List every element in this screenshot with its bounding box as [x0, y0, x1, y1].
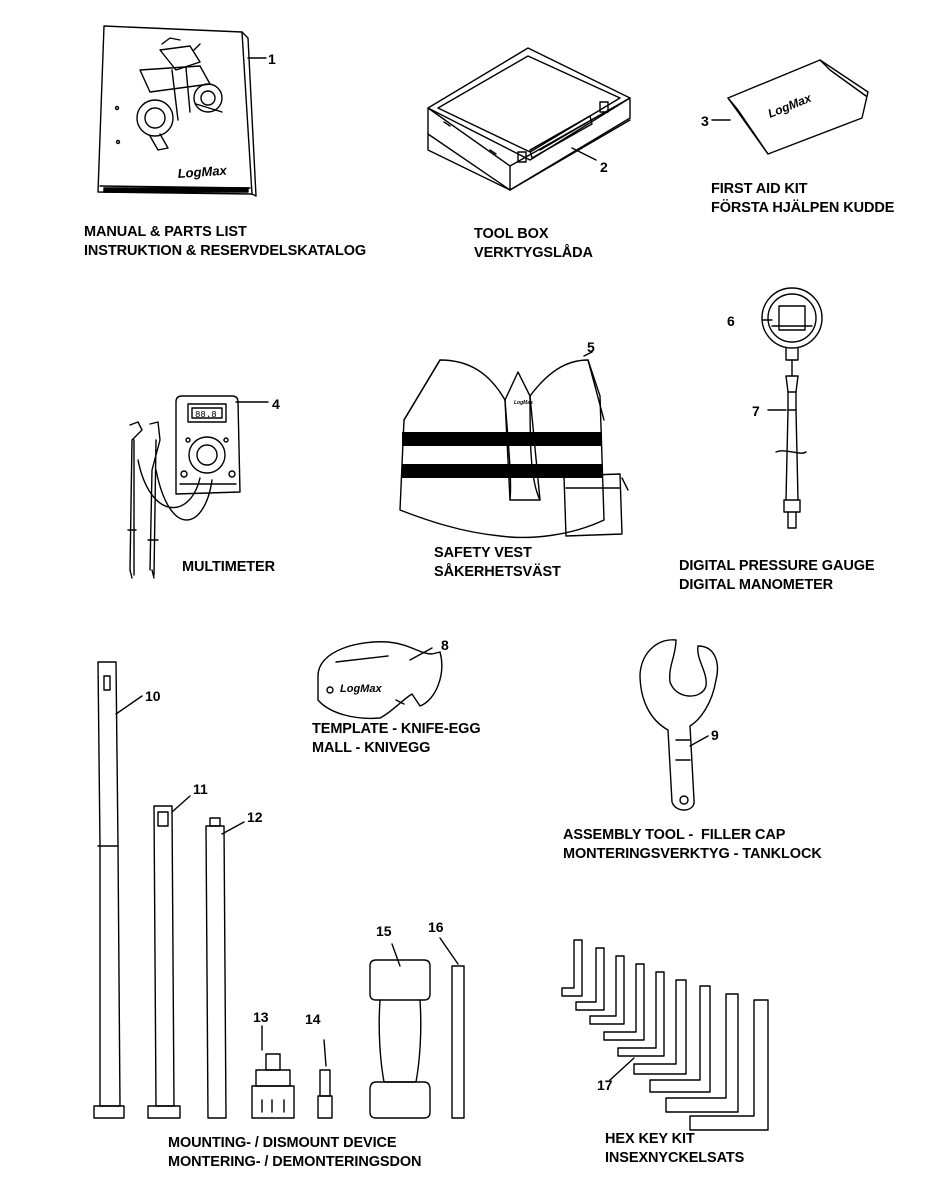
callout-15: 15: [376, 923, 392, 939]
caption-hex-key-kit: HEX KEY KIT INSEXNYCKELSATS: [605, 1130, 744, 1168]
assembly-tool-drawing: [639, 639, 719, 811]
caption-line: SÅKERHETSVÄST: [434, 564, 561, 580]
callout-5: 5: [587, 339, 595, 355]
multimeter-drawing: [127, 395, 269, 579]
svg-text:88.8: 88.8: [195, 410, 217, 420]
caption-line: HEX KEY KIT: [605, 1131, 695, 1147]
caption-line: INSEXNYCKELSATS: [605, 1150, 745, 1166]
callout-8: 8: [441, 637, 449, 653]
template-knife-egg-drawing: [317, 641, 443, 720]
callout-3: 3: [701, 113, 709, 129]
callout-13: 13: [253, 1009, 269, 1025]
caption-multimeter: MULTIMETER: [182, 558, 275, 577]
callout-2: 2: [600, 159, 608, 175]
caption-mounting-device: MOUNTING- / DISMOUNT DEVICE MONTERING- /…: [168, 1134, 421, 1172]
callout-6: 6: [727, 313, 735, 329]
caption-line: DIGITAL PRESSURE GAUGE: [679, 558, 875, 574]
caption-line: MONTERING- / DEMONTERINGSDON: [168, 1154, 422, 1170]
caption-line: FIRST AID KIT: [711, 181, 808, 197]
callout-17: 17: [597, 1077, 613, 1093]
safety-vest-drawing: [399, 351, 629, 539]
caption-line: TEMPLATE - KNIFE-EGG: [312, 721, 481, 737]
caption-line: DIGITAL MANOMETER: [679, 577, 834, 593]
toolbox-drawing: [427, 47, 631, 191]
callout-12: 12: [247, 809, 263, 825]
rod-10-drawing: [93, 661, 143, 1119]
rod-11-drawing: [147, 795, 191, 1119]
callout-11: 11: [193, 781, 208, 797]
sleeve-15-drawing: [369, 943, 431, 1119]
callout-4: 4: [272, 396, 280, 412]
svg-text:LogMax: LogMax: [177, 163, 228, 181]
caption-first-aid-kit: FIRST AID KIT FÖRSTA HJÄLPEN KUDDE: [711, 180, 894, 218]
bushing-13-drawing: [251, 1025, 295, 1119]
callout-16: 16: [428, 919, 444, 935]
caption-manual: MANUAL & PARTS LIST INSTRUKTION & RESERV…: [84, 223, 366, 261]
rod-12-drawing: [205, 817, 245, 1119]
svg-text:LogMax: LogMax: [766, 90, 815, 120]
bar-16-drawing: [439, 937, 465, 1119]
hex-key-kit-drawing: [561, 939, 769, 1131]
callout-10: 10: [145, 688, 161, 704]
caption-line: MOUNTING- / DISMOUNT DEVICE: [168, 1135, 397, 1151]
pin-14-drawing: [317, 1039, 333, 1119]
caption-line: MONTERINGSVERKTYG - TANKLOCK: [563, 846, 822, 862]
callout-14: 14: [305, 1011, 321, 1027]
caption-line: SAFETY VEST: [434, 545, 532, 561]
caption-line: INSTRUKTION & RESERVDELSKATALOG: [84, 243, 367, 259]
callout-7: 7: [752, 403, 760, 419]
svg-text:LogMax: LogMax: [340, 683, 382, 695]
caption-line: MANUAL & PARTS LIST: [84, 224, 247, 240]
callout-9: 9: [711, 727, 719, 743]
caption-assembly-tool: ASSEMBLY TOOL - FILLER CAP MONTERINGSVER…: [563, 826, 822, 864]
caption-line: FÖRSTA HJÄLPEN KUDDE: [711, 200, 895, 216]
caption-line: MULTIMETER: [182, 559, 275, 575]
manual-drawing: [97, 25, 267, 197]
caption-template: TEMPLATE - KNIFE-EGG MALL - KNIVEGG: [312, 720, 481, 758]
callout-1: 1: [268, 51, 276, 67]
first-aid-kit-drawing: [711, 59, 869, 155]
caption-line: VERKTYGSLÅDA: [474, 245, 593, 261]
caption-pressure-gauge: DIGITAL PRESSURE GAUGE DIGITAL MANOMETER: [679, 557, 875, 595]
caption-line: MALL - KNIVEGG: [312, 740, 431, 756]
caption-safety-vest: SAFETY VEST SÅKERHETSVÄST: [434, 544, 561, 582]
caption-toolbox: TOOL BOX VERKTYGSLÅDA: [474, 225, 593, 263]
caption-line: ASSEMBLY TOOL - FILLER CAP: [563, 827, 786, 843]
pressure-gauge-drawing: [761, 287, 823, 529]
svg-text:LogMax: LogMax: [514, 400, 533, 406]
caption-line: TOOL BOX: [474, 226, 549, 242]
